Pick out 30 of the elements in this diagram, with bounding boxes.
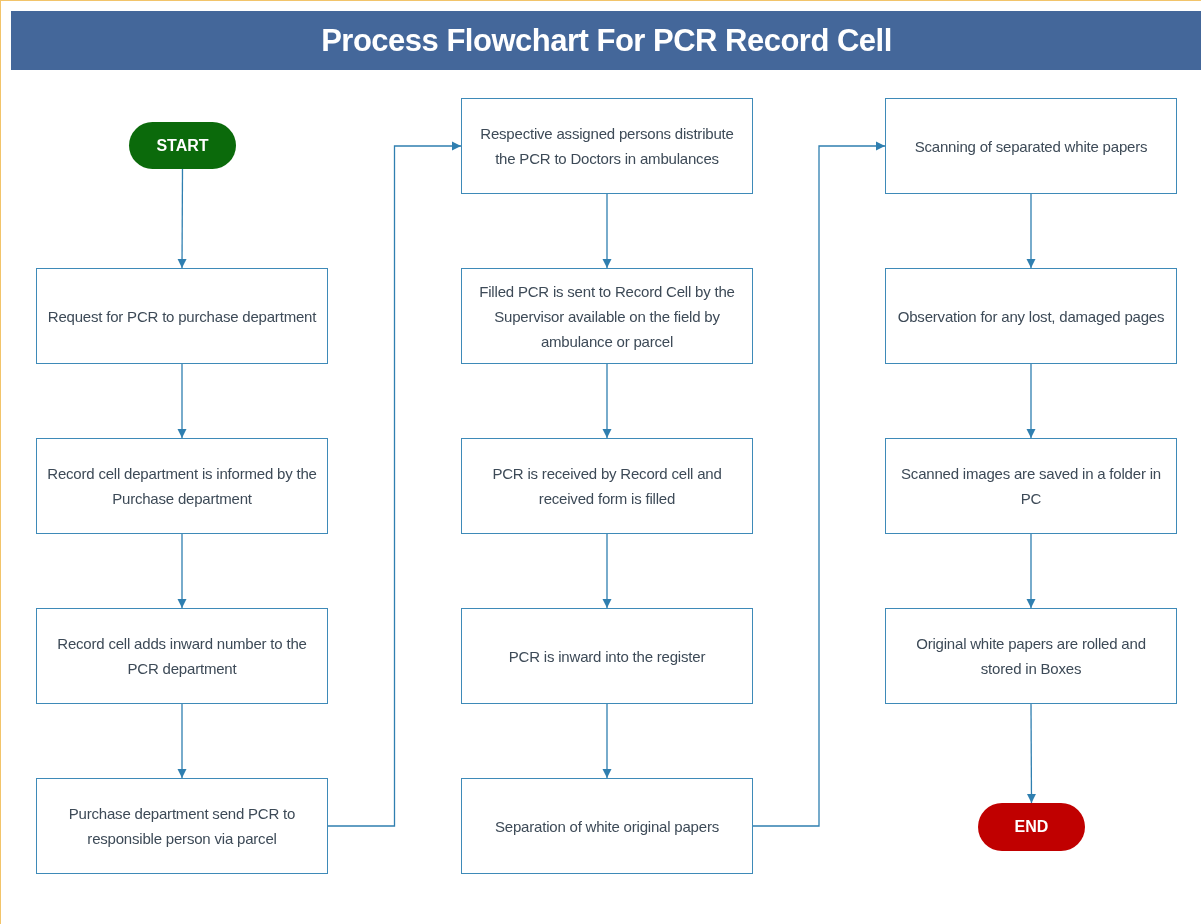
terminal-pill: END: [978, 803, 1085, 851]
arrow: [327, 141, 462, 827]
arrow: [752, 141, 886, 827]
arrow: [1026, 533, 1036, 609]
process-box: Scanning of separated white papers: [885, 98, 1177, 194]
process-box: Scanned images are saved in a folder in PC: [885, 438, 1177, 534]
process-box: Record cell department is informed by the Purchase department: [36, 438, 328, 534]
terminal-pill: START: [129, 122, 236, 169]
arrow: [1026, 363, 1036, 439]
process-box: Filled PCR is sent to Record Cell by the Supervisor available on the field by ambulance or parcel: [461, 268, 753, 364]
arrow: [602, 363, 612, 439]
arrow: [1026, 703, 1036, 804]
arrow: [602, 193, 612, 269]
process-box: Record cell adds inward number to the PCR department: [36, 608, 328, 704]
process-box: PCR is inward into the register: [461, 608, 753, 704]
arrow: [602, 703, 612, 779]
process-box: Separation of white original papers: [461, 778, 753, 874]
arrow: [177, 168, 187, 269]
arrow: [177, 533, 187, 609]
arrow: [602, 533, 612, 609]
process-box: PCR is received by Record cell and received form is filled: [461, 438, 753, 534]
process-box: Purchase department send PCR to responsible person via parcel: [36, 778, 328, 874]
title: Process Flowchart For PCR Record Cell: [321, 22, 892, 59]
process-box: Original white papers are rolled and stored in Boxes: [885, 608, 1177, 704]
arrow: [177, 363, 187, 439]
arrow: [1026, 193, 1036, 269]
process-box: Observation for any lost, damaged pages: [885, 268, 1177, 364]
process-box: Respective assigned persons distribute the PCR to Doctors in ambulances: [461, 98, 753, 194]
process-box: Request for PCR to purchase department: [36, 268, 328, 364]
arrow: [177, 703, 187, 779]
